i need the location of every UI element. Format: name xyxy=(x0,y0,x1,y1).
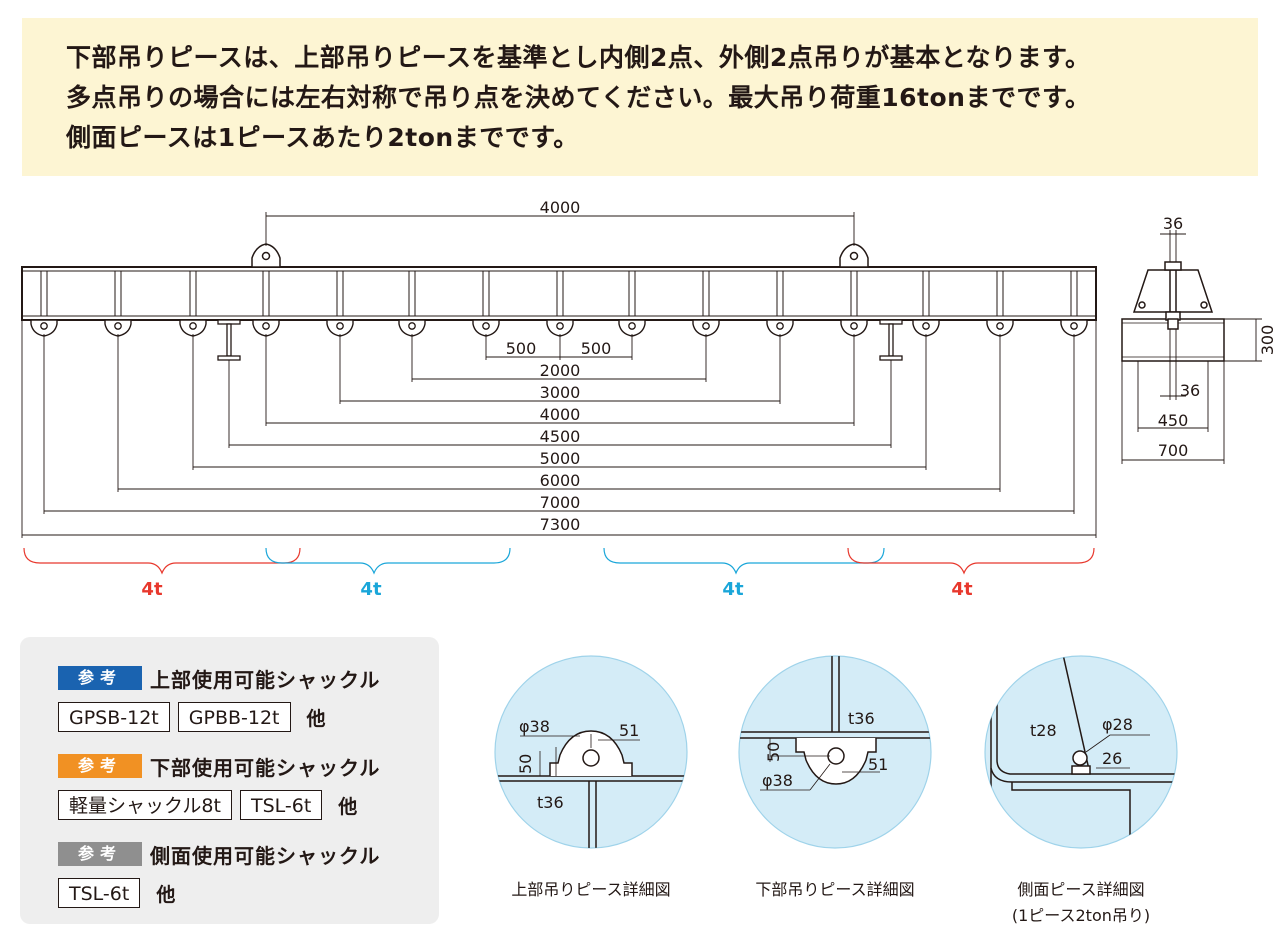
ref-tag-upper: 参考 xyxy=(58,666,142,690)
side-dim-700: 700 xyxy=(1158,441,1189,460)
bottom-lug xyxy=(1060,319,1088,337)
dim-2000: 2000 xyxy=(540,361,581,380)
notice-line-2: 多点吊りの場合には左右対称で吊り点を決めてください。最大吊り荷重16tonまでで… xyxy=(66,83,1091,112)
dim-500-right: 500 xyxy=(581,339,612,358)
bottom-lug xyxy=(30,319,58,337)
detail-bottom-piece: t36 50 51 φ38 xyxy=(738,655,932,849)
dimension-lines xyxy=(21,212,1097,538)
bottom-lug xyxy=(252,319,280,337)
top-detail-51: 51 xyxy=(619,721,639,740)
shackle-chip: TSL-6t xyxy=(239,790,323,820)
bottom-lug xyxy=(472,319,500,337)
side-i-beam-left xyxy=(217,319,241,361)
side-detail-phi: φ28 xyxy=(1102,715,1133,734)
bottom-lug xyxy=(546,319,574,337)
load-braces xyxy=(23,547,1095,575)
bottom-lug xyxy=(618,319,646,337)
bottom-lug xyxy=(398,319,426,337)
top-detail-50: 50 xyxy=(516,754,535,774)
bottom-detail-50: 50 xyxy=(764,742,783,762)
ref-side-items: TSL-6t 他 xyxy=(58,877,439,909)
ref-upper-items: GPSB-12t GPBB-12t 他 xyxy=(58,701,439,733)
load-right-red: 4t xyxy=(951,579,973,600)
caption-top-piece: 上部吊りピース詳細図 xyxy=(511,880,671,899)
side-dim-450: 450 xyxy=(1158,411,1189,430)
notice-line-1: 下部吊りピースは、上部吊りピースを基準とし内側2点、外側2点吊りが基本となります… xyxy=(66,43,1091,72)
ref-upper-header: 参考 上部使用可能シャックル xyxy=(58,665,439,692)
bottom-detail-t36: t36 xyxy=(848,709,875,728)
caption-side-piece: 側面ピース詳細図 xyxy=(1017,880,1145,899)
ref-tag-lower: 参考 xyxy=(58,754,142,778)
ref-title-lower: 下部使用可能シャックル xyxy=(150,755,381,780)
shackle-chip: GPBB-12t xyxy=(177,702,291,732)
top-lifting-piece-left xyxy=(251,243,281,268)
dim-4500: 4500 xyxy=(540,427,581,446)
bottom-lug xyxy=(692,319,720,337)
bottom-lug xyxy=(766,319,794,337)
top-detail-phi: φ38 xyxy=(519,717,550,736)
caption-bottom-piece: 下部吊りピース詳細図 xyxy=(755,880,915,899)
ref-other-label: 他 xyxy=(306,707,326,730)
shackle-chip: 軽量シャックル8t xyxy=(58,790,232,820)
side-view-labels: 36 36 450 700 300 xyxy=(1158,214,1277,460)
dim-7300: 7300 xyxy=(540,515,581,534)
bottom-lug xyxy=(179,319,207,337)
dim-500-left: 500 xyxy=(506,339,537,358)
shackle-chip: GPSB-12t xyxy=(58,702,170,732)
ref-lower-header: 参考 下部使用可能シャックル xyxy=(58,753,439,780)
dim-4000: 4000 xyxy=(540,405,581,424)
load-left-red: 4t xyxy=(141,579,163,600)
dim-7000: 7000 xyxy=(540,493,581,512)
side-detail-26: 26 xyxy=(1102,749,1122,768)
dimension-labels: 4000 500 500 2000 3000 4000 4500 5000 60… xyxy=(506,198,612,534)
bottom-lug xyxy=(840,319,868,337)
top-detail-t36: t36 xyxy=(537,793,564,812)
top-lifting-piece-right xyxy=(839,243,869,268)
shackle-reference-panel: 参考 上部使用可能シャックル GPSB-12t GPBB-12t 他 参考 下部… xyxy=(20,637,439,924)
ref-other-label: 他 xyxy=(156,883,176,906)
bottom-lug xyxy=(326,319,354,337)
notice-line-3: 側面ピースは1ピースあたり2tonまでです。 xyxy=(66,123,579,152)
dim-6000: 6000 xyxy=(540,471,581,490)
shackle-chip: TSL-6t xyxy=(58,878,141,908)
side-dim-300: 300 xyxy=(1258,325,1277,356)
notice-banner: 下部吊りピースは、上部吊りピースを基準とし内側2点、外側2点吊りが基本となります… xyxy=(22,18,1258,176)
load-right-blue: 4t xyxy=(722,579,744,600)
bottom-lug xyxy=(912,319,940,337)
dim-top-4000: 4000 xyxy=(540,198,581,217)
ref-side-header: 参考 側面使用可能シャックル xyxy=(58,841,439,868)
ref-other-label: 他 xyxy=(338,795,358,818)
side-dim-36-bottom: 36 xyxy=(1180,381,1200,400)
bottom-detail-phi: φ38 xyxy=(762,771,793,790)
side-detail-t28: t28 xyxy=(1030,721,1057,740)
spreader-beam xyxy=(21,266,1097,321)
bottom-lug xyxy=(986,319,1014,337)
dim-3000: 3000 xyxy=(540,383,581,402)
ref-title-side: 側面使用可能シャックル xyxy=(150,843,381,868)
ref-title-upper: 上部使用可能シャックル xyxy=(150,667,381,692)
side-view xyxy=(1121,261,1225,362)
load-labels: 4t 4t 4t 4t xyxy=(141,579,973,600)
detail-top-piece: φ38 51 50 t36 xyxy=(494,655,688,849)
load-left-blue: 4t xyxy=(360,579,382,600)
dim-5000: 5000 xyxy=(540,449,581,468)
bottom-lug xyxy=(104,319,132,337)
side-view-dimensions xyxy=(1121,230,1262,464)
detail-side-piece: t28 φ28 26 xyxy=(984,655,1178,849)
ref-tag-side: 参考 xyxy=(58,842,142,866)
bottom-lifting-pieces xyxy=(30,319,1088,337)
bottom-detail-51: 51 xyxy=(868,755,888,774)
side-i-beam-right xyxy=(879,319,903,361)
ref-lower-items: 軽量シャックル8t TSL-6t 他 xyxy=(58,789,439,821)
side-dim-36-top: 36 xyxy=(1163,214,1183,233)
caption-side-piece-note: (1ピース2ton吊り) xyxy=(1011,906,1151,925)
